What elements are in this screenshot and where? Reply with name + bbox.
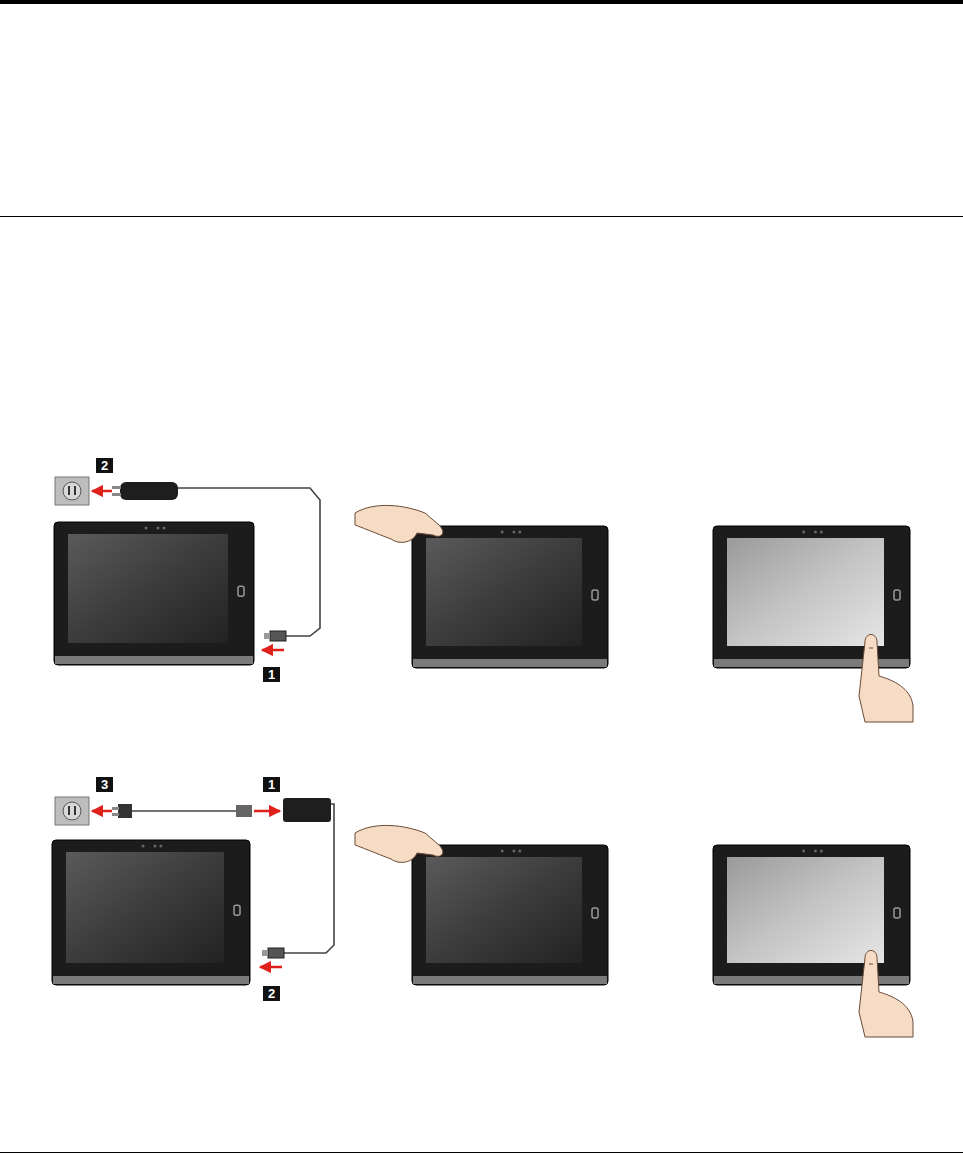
direction-arrow — [92, 490, 112, 493]
ac-adapter — [283, 798, 331, 822]
direction-arrow — [262, 649, 284, 652]
tablet — [412, 526, 608, 668]
usb-c-plug — [268, 948, 284, 958]
section-rule — [0, 216, 963, 217]
direction-arrow — [260, 966, 282, 969]
cable — [284, 804, 334, 953]
callout-number: 3 — [96, 777, 113, 792]
pointing-finger — [859, 951, 913, 1038]
top-rule — [0, 0, 963, 4]
usb-c-plug — [270, 631, 286, 641]
direction-arrow — [254, 810, 280, 813]
pointing-finger — [859, 635, 913, 723]
tablet — [52, 840, 250, 985]
callout-number: 1 — [263, 667, 280, 682]
callout-number: 1 — [263, 777, 280, 792]
hand — [355, 825, 443, 862]
tablet — [412, 845, 608, 985]
direction-arrow — [92, 810, 112, 813]
tablet — [54, 522, 254, 665]
cable — [132, 810, 236, 812]
hand — [355, 505, 443, 542]
callout-number: 2 — [96, 458, 113, 473]
callout-number: 2 — [263, 986, 280, 1001]
ac-adapter — [120, 482, 178, 500]
wall-outlet — [55, 477, 89, 505]
tablet — [713, 526, 910, 668]
wall-outlet — [55, 797, 89, 825]
tablet — [713, 845, 910, 985]
bottom-rule — [0, 1152, 963, 1153]
